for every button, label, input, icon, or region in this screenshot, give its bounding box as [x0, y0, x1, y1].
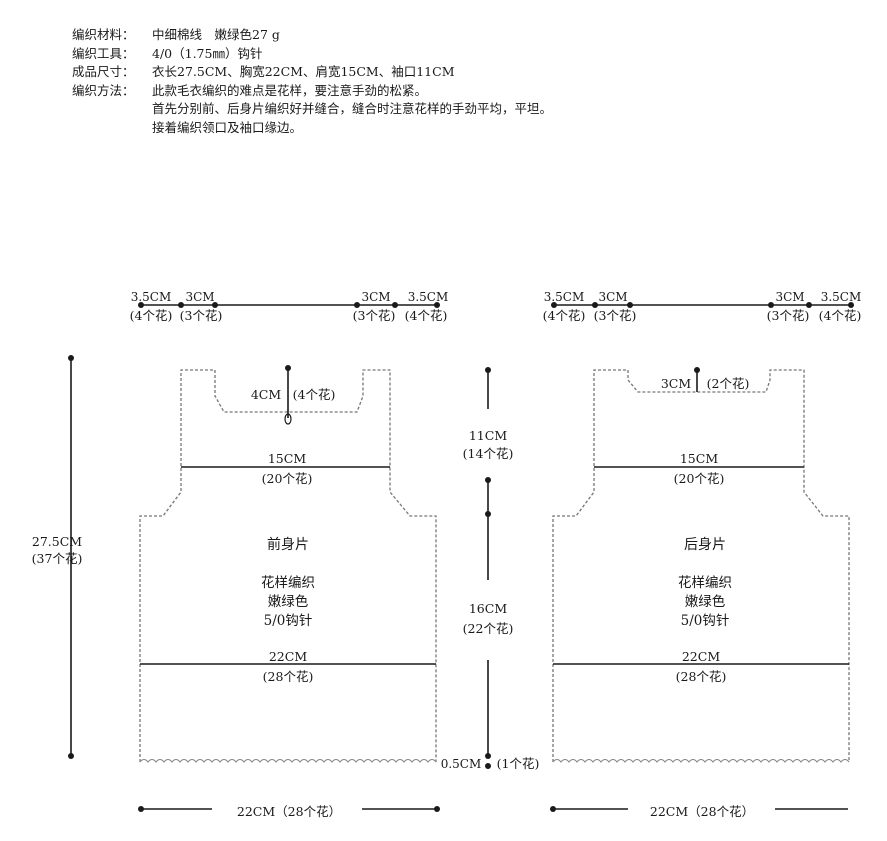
body-length: 16CM [469, 601, 507, 616]
front-neck-top-dot [285, 365, 291, 371]
armhole-count: (14个花) [463, 446, 514, 461]
front-top-dim-2: 3CM [185, 290, 214, 304]
back-outline [552, 369, 850, 762]
material-label: 编织材料： [72, 27, 135, 42]
back-top-count-4: (4个花) [819, 308, 862, 323]
size-label: 成品尺寸： [72, 64, 135, 79]
total-length: 27.5CM [32, 534, 82, 549]
total-length-count: (37个花) [32, 551, 83, 566]
front-top-dots [138, 302, 440, 308]
front-chest-count: (28个花) [263, 669, 314, 684]
front-top-count-3: (3个花) [353, 308, 396, 323]
front-title: 前身片 [267, 536, 309, 553]
front-color: 嫩绿色 [268, 593, 309, 610]
back-color: 嫩绿色 [685, 593, 726, 610]
front-top-dim-3: 3CM [361, 290, 390, 304]
front-piece: 3.5CM 3CM 3CM 3.5CM (4个花) (3个花) (3个花) (4… [130, 290, 449, 819]
back-top-count-2: (3个花) [594, 308, 637, 323]
method-line-3: 接着编织领口及袖口缘边。 [152, 119, 303, 135]
back-top-dim-4: 3.5CM [821, 290, 862, 304]
front-bottom-dot-right [434, 806, 440, 812]
back-top-count-3: (3个花) [767, 308, 810, 323]
front-shoulder-width: 15CM [268, 451, 306, 466]
method-line-2: 首先分别前、后身片编织好并缝合，缝合时注意花样的手劲平均，平坦。 [152, 101, 553, 116]
front-top-dim-4: 3.5CM [408, 290, 449, 304]
pattern-notes: 编织材料： 中细棉线 嫩绿色27 g 编织工具： 4/0（1.75㎜）钩针 成品… [72, 26, 552, 137]
size-row: 成品尺寸： 衣长27.5CM、胸宽22CM、肩宽15CM、袖口11CM [72, 63, 552, 82]
back-title: 后身片 [684, 537, 726, 553]
back-top-dim-1: 3.5CM [544, 290, 585, 304]
front-shoulder-count: (20个花) [262, 471, 313, 486]
back-hem-edge [552, 758, 850, 763]
body-count: (22个花) [463, 621, 514, 636]
back-shoulder-count: (20个花) [674, 471, 725, 486]
size-value: 衣长27.5CM、胸宽22CM、肩宽15CM、袖口11CM [152, 64, 455, 79]
middle-dimensions: 11CM (14个花) 16CM (22个花) 0.5CM (1个花) [441, 367, 540, 771]
armhole-length: 11CM [469, 428, 507, 443]
back-hook: 5/0钩针 [681, 613, 730, 629]
back-neck-count: (2个花) [707, 376, 750, 391]
front-bottom-width: 22CM（28个花） [237, 804, 341, 819]
tool-row: 编织工具： 4/0（1.75㎜）钩针 [72, 45, 552, 64]
back-bottom-dot-left [550, 806, 556, 812]
method-line-1: 此款毛衣编织的难点是花样，要注意手劲的松紧。 [152, 82, 428, 98]
front-top-count-2: (3个花) [180, 308, 223, 323]
method-label: 编织方法： [72, 82, 135, 98]
total-length-dimension: 27.5CM (37个花) [32, 355, 83, 759]
front-neck-count: (4个花) [293, 387, 336, 402]
tool-label: 编织工具： [72, 45, 135, 61]
back-piece: 3.5CM 3CM 3CM 3.5CM (4个花) (3个花) (3个花) (4… [543, 290, 862, 819]
front-hook: 5/0钩针 [264, 613, 313, 629]
front-top-count-4: (4个花) [405, 308, 448, 323]
method-row: 编织方法： 此款毛衣编织的难点是花样，要注意手劲的松紧。 [72, 82, 552, 101]
back-chest-width: 22CM [682, 649, 720, 664]
material-row: 编织材料： 中细棉线 嫩绿色27 g [72, 26, 552, 45]
back-neck-depth: 3CM [661, 376, 692, 391]
front-neck-depth: 4CM [251, 387, 282, 402]
back-pattern: 花样编织 [678, 575, 732, 591]
back-neck-top-dot [694, 367, 700, 373]
front-top-count-1: (4个花) [130, 308, 173, 323]
front-top-dim-1: 3.5CM [131, 290, 172, 304]
back-bottom-width: 22CM（28个花） [650, 804, 754, 819]
back-shoulder-width: 15CM [680, 451, 718, 466]
front-outline [139, 369, 437, 762]
material-value: 中细棉线 嫩绿色27 g [152, 27, 280, 42]
back-top-dim-3: 3CM [775, 290, 804, 304]
tool-value: 4/0（1.75㎜）钩针 [152, 45, 263, 61]
back-top-count-1: (4个花) [543, 308, 586, 323]
front-pattern: 花样编织 [261, 575, 315, 591]
front-bottom-dot-left [138, 806, 144, 812]
front-neck-bottom-marker [284, 413, 292, 425]
edge-length: 0.5CM [441, 757, 482, 771]
front-chest-width: 22CM [269, 649, 307, 664]
back-top-dim-2: 3CM [598, 290, 627, 304]
back-chest-count: (28个花) [676, 669, 727, 684]
edge-count: (1个花) [497, 756, 540, 771]
front-hem-edge [139, 758, 437, 763]
back-top-dots [551, 302, 854, 308]
